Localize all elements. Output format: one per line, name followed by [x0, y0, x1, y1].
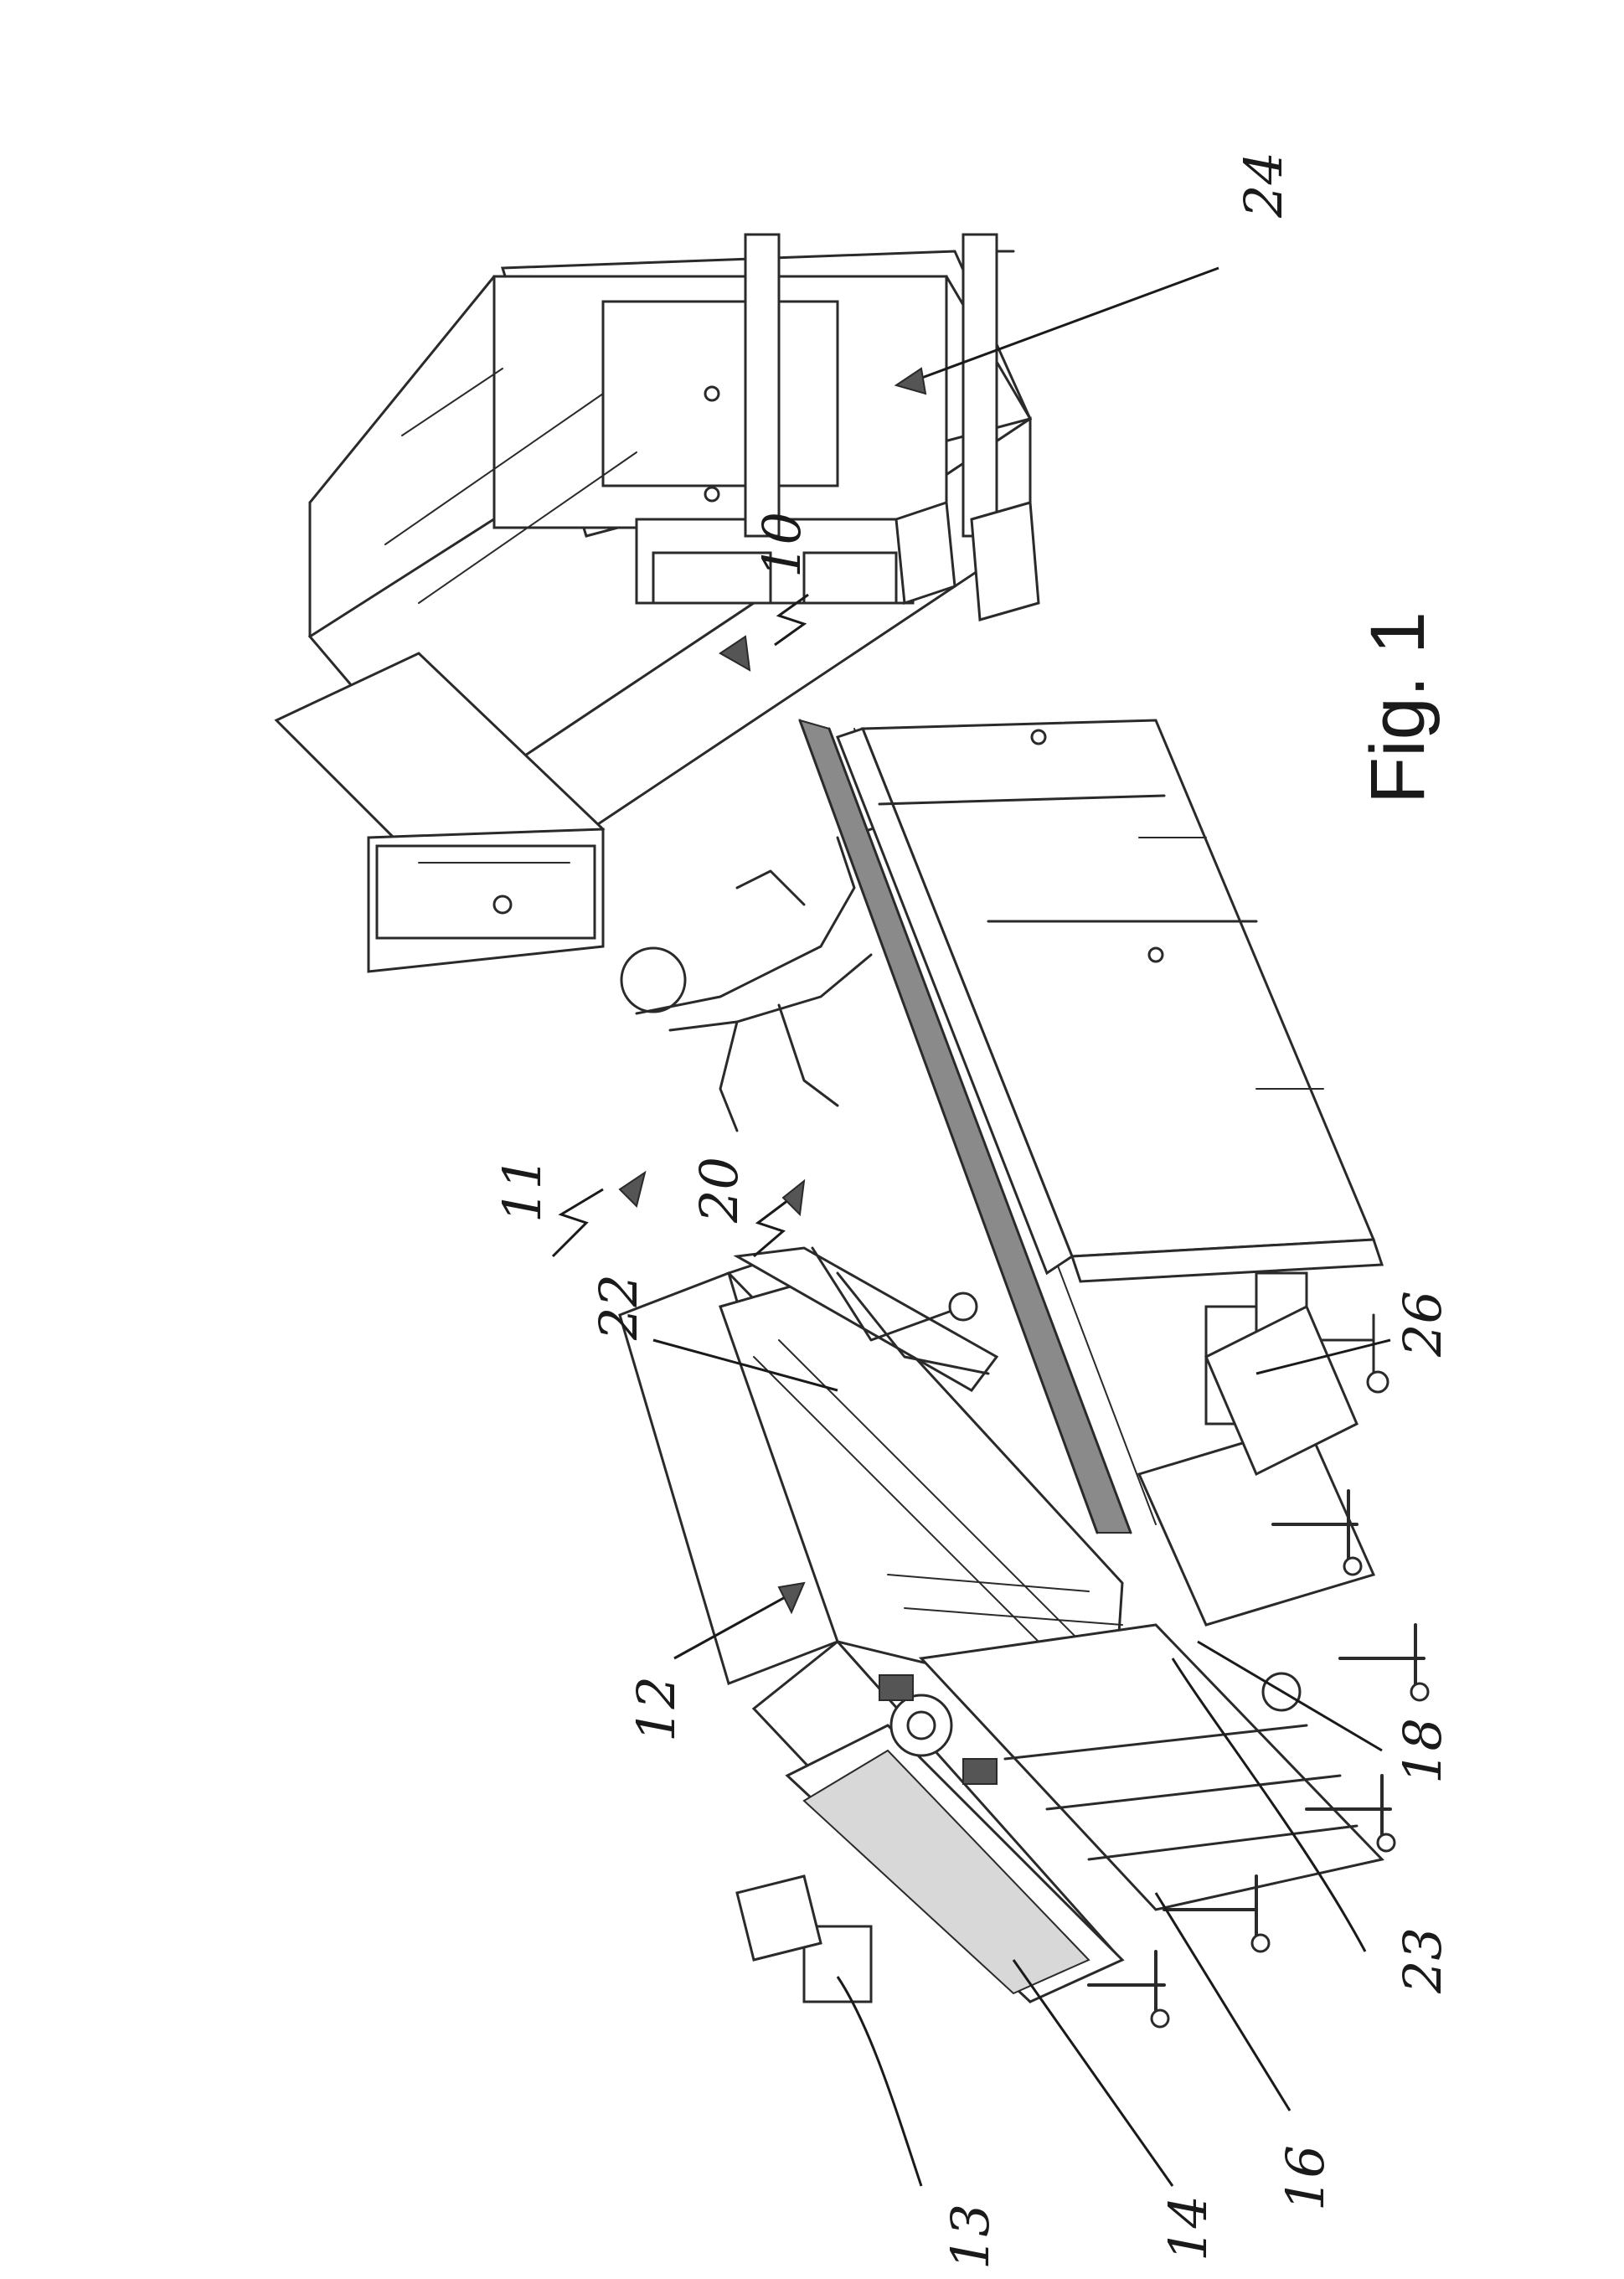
figure-caption: Fig. 1: [1355, 611, 1441, 804]
ref-label-18: 18: [1392, 1718, 1453, 1784]
ref-label-12: 12: [626, 1676, 687, 1742]
ref-label-23: 23: [1392, 1927, 1453, 1994]
ref-arrow-11: [620, 1173, 645, 1206]
ref-label-22: 22: [588, 1274, 649, 1341]
ref-leader-16: [1156, 1893, 1290, 2111]
ref-label-16: 16: [1275, 2145, 1336, 2211]
ref-leader-20: [754, 1198, 791, 1256]
ref-label-26: 26: [1392, 1291, 1453, 1358]
ref-leader-14: [1013, 1960, 1173, 2186]
ref-label-13: 13: [940, 2204, 1001, 2270]
ref-label-24: 24: [1233, 152, 1294, 219]
ref-label-10: 10: [751, 512, 812, 578]
ref-leader-13: [838, 1977, 921, 2186]
ref-label-20: 20: [688, 1157, 750, 1224]
ref-label-14: 14: [1157, 2195, 1219, 2261]
ref-arrow-20: [783, 1181, 804, 1214]
ref-leader-11: [553, 1189, 603, 1256]
ref-label-11: 11: [492, 1157, 553, 1223]
